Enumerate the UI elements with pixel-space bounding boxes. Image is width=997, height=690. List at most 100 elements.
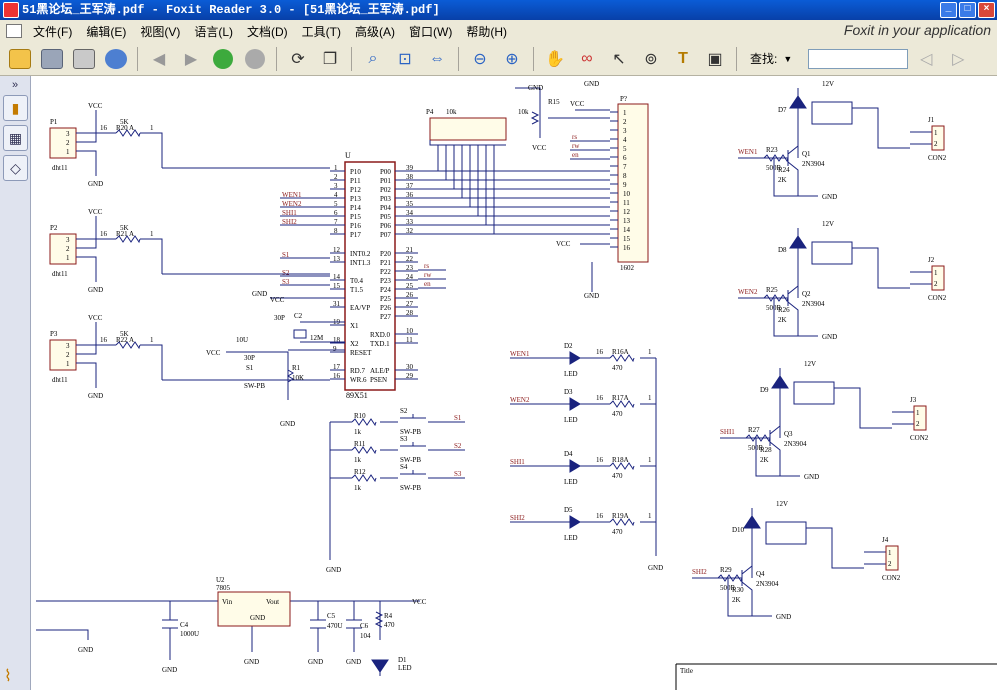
- fit-page-button[interactable]: ⊡: [391, 46, 419, 72]
- hand-tool-button[interactable]: ✋: [541, 46, 569, 72]
- button-gnd: GND: [326, 566, 341, 574]
- mcu-pin-number: 5: [334, 200, 338, 208]
- button-matrix: GNDR101kS2SW-PBS1R111kS3SW-PBS2R121kS4SW…: [326, 407, 465, 574]
- email-button[interactable]: [102, 46, 130, 72]
- bookmark-icon: ▮: [11, 99, 20, 116]
- zoom-in-button[interactable]: ⊕: [498, 46, 526, 72]
- mcu-pin-number: 36: [406, 191, 414, 199]
- mcu-pin-number: 22: [406, 255, 414, 263]
- sensor-resistor-ref: R20 A: [116, 124, 134, 132]
- layers-tab[interactable]: ◇: [3, 155, 28, 181]
- menu-file[interactable]: 文件(F): [33, 24, 73, 39]
- led-resistor-value: 470: [612, 472, 623, 480]
- document-menu-icon[interactable]: [6, 24, 22, 38]
- relay-coil: [811, 241, 853, 265]
- sidebar-expand-button[interactable]: »: [11, 79, 19, 91]
- find-next-button[interactable]: ▷: [944, 46, 972, 72]
- relay-contact-wires: [806, 527, 886, 569]
- magnifier-icon: ⌕: [368, 49, 378, 67]
- menu-tools[interactable]: 工具(T): [301, 24, 341, 39]
- copy-button[interactable]: ❐: [316, 46, 344, 72]
- minimize-button[interactable]: _: [940, 2, 957, 18]
- relay-connector-ref: J4: [882, 536, 889, 544]
- relay-base-resistor: [763, 154, 789, 163]
- relay-transistor-ref: Q1: [802, 150, 811, 158]
- search-options-dropdown[interactable]: ▼: [783, 53, 793, 64]
- menu-help[interactable]: 帮助(H): [466, 24, 507, 39]
- mcu-pin-number: 17: [333, 363, 341, 371]
- binoculars-button[interactable]: ⊚: [637, 46, 665, 72]
- mcu-pin-number: 26: [406, 291, 414, 299]
- fit-width-button[interactable]: ⇔: [423, 46, 451, 72]
- zoom-tool-button[interactable]: ⌕: [359, 46, 387, 72]
- menu-language[interactable]: 语言(L): [194, 24, 233, 39]
- text-tool-button[interactable]: T: [669, 46, 697, 72]
- cap-c4-ref: C4: [180, 621, 189, 629]
- menu-edit[interactable]: 编辑(E): [86, 24, 127, 39]
- relay-base-ref: R27: [748, 426, 760, 434]
- menu-view[interactable]: 视图(V): [140, 24, 181, 39]
- back-button[interactable]: [209, 46, 237, 72]
- relay-diode-ref: D9: [760, 386, 769, 394]
- bookmarks-tab[interactable]: ▮: [3, 95, 28, 121]
- maximize-button[interactable]: □: [959, 2, 976, 18]
- select-tool-button[interactable]: ↖: [605, 46, 633, 72]
- button-switch: [400, 414, 426, 419]
- pack-value: 10k: [446, 108, 457, 116]
- button-type: SW-PB: [400, 484, 421, 492]
- open-button[interactable]: [6, 46, 34, 72]
- prev-page-button[interactable]: ◀: [145, 46, 173, 72]
- relay-contact-wires: [852, 107, 932, 149]
- snapshot-button[interactable]: ▣: [701, 46, 729, 72]
- menu-window[interactable]: 窗口(W): [409, 24, 453, 39]
- minus-circle-icon: ⊖: [473, 50, 487, 68]
- pages-tab[interactable]: ▦: [3, 125, 28, 151]
- search-label: 查找:: [750, 52, 778, 66]
- reset-gnd: GND: [252, 290, 267, 298]
- net-label: S1: [282, 251, 290, 259]
- button-ref: S4: [400, 463, 408, 471]
- net-label: S2: [282, 269, 290, 277]
- button-resistor-value: 1k: [354, 428, 362, 436]
- mcu-pin-number: 12: [333, 246, 341, 254]
- find-prev-button[interactable]: ◁: [912, 46, 940, 72]
- led-resistor-ref: R4: [384, 612, 393, 620]
- cap-c2-ref: C2: [294, 312, 303, 320]
- regulator-gnd: GND: [250, 614, 265, 622]
- menu-document[interactable]: 文档(D): [247, 24, 288, 39]
- led-resistor: [609, 462, 635, 471]
- navigation-sidebar: » ▮ ▦ ◇ ⌇: [0, 76, 31, 690]
- camera-icon: ▣: [707, 50, 723, 68]
- zoom-out-button[interactable]: ⊖: [466, 46, 494, 72]
- search-input[interactable]: [808, 48, 909, 69]
- mcu-pin-label: INT0.2: [350, 250, 371, 258]
- pot-r15: R15 10k GND VCC VCC GND: [515, 80, 610, 152]
- lcd-pin-number: 13: [623, 217, 631, 225]
- led-resistor: [609, 400, 635, 409]
- led-pin-16: 16: [596, 394, 604, 402]
- glasses-button[interactable]: ∞: [573, 46, 601, 72]
- relay-connector-type: CON2: [928, 294, 947, 302]
- reset-gnd-bottom: GND: [280, 420, 295, 428]
- forward-button[interactable]: [241, 46, 269, 72]
- menu-advanced[interactable]: 高级(A): [355, 24, 395, 39]
- button-switch: [400, 442, 426, 447]
- print-button[interactable]: [70, 46, 98, 72]
- relay-12v: 12V: [804, 360, 816, 368]
- attachments-tab[interactable]: ⌇: [4, 666, 12, 686]
- p2-signal-label: rs: [424, 262, 429, 270]
- close-button[interactable]: ×: [978, 2, 995, 18]
- mcu-pin-label: P03: [380, 195, 391, 203]
- rotate-button[interactable]: ⟳: [284, 46, 312, 72]
- arrow-left-icon: ◀: [152, 50, 166, 68]
- next-page-button[interactable]: ▶: [177, 46, 205, 72]
- relay-transistor: [741, 565, 753, 616]
- mcu-pin-number: 38: [406, 173, 414, 181]
- led-ref: D3: [564, 388, 573, 396]
- connector-pin-2: 2: [934, 280, 938, 288]
- save-button[interactable]: [38, 46, 66, 72]
